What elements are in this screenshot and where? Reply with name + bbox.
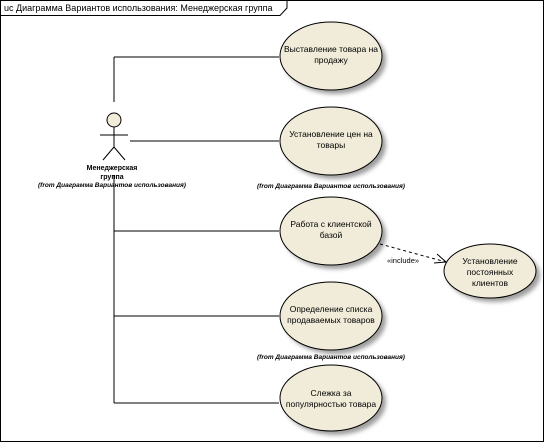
include-stereotype-label: «include» — [387, 256, 419, 265]
actor-stick-figure[interactable] — [100, 112, 128, 161]
use-case-label-line2: продаваемых товаров — [287, 315, 375, 325]
use-case-uc3[interactable]: Работа с клиентской базой — [279, 196, 386, 269]
use-case-uc5[interactable]: Слежка за популярностью товара — [279, 364, 386, 435]
diagram-title: uc Диаграмма Вариантов использования: Ме… — [4, 3, 273, 13]
use-case-ellipse — [443, 243, 537, 299]
use-case-source-note: (from Диаграмма Вариантов использования) — [257, 354, 405, 361]
actor-source-note: (from Диаграмма Вариантов использования) — [38, 182, 186, 189]
use-case-ellipse — [279, 106, 383, 176]
use-case-ellipse — [279, 196, 383, 266]
use-case-ellipse — [279, 21, 383, 91]
actor-right-leg — [113, 146, 126, 161]
actor-name-line1: Менеджерская — [87, 165, 138, 172]
use-case-uc1[interactable]: Выставление товара на продажу — [279, 21, 386, 94]
use-case-uc4[interactable]: Определение списка продаваемых товаров — [279, 281, 386, 354]
use-case-label-line2: постоянных — [467, 267, 514, 277]
use-case-label-line1: Выставление товара на — [284, 44, 378, 54]
use-case-included[interactable]: Установление постоянных клиентов — [443, 243, 540, 302]
use-case-label-line1: Работа с клиентской — [290, 219, 372, 229]
title-tab — [0, 0, 288, 16]
use-case-label-line1: Определение списка — [290, 304, 373, 314]
use-case-label-line1: Установление — [462, 256, 517, 266]
associations — [113, 56, 279, 404]
use-case-ellipse — [279, 281, 383, 351]
use-case-label-line2: товары — [317, 140, 346, 150]
use-case-label-line2: базой — [320, 230, 343, 240]
use-case-label-line1: Слежка за — [310, 388, 351, 398]
use-case-source-note: (from Диаграмма Вариантов использования) — [257, 183, 405, 190]
use-case-label-line1: Установление цен на — [289, 129, 373, 139]
use-case-label-line3: клиентов — [472, 278, 508, 288]
actor-name-line2: группа — [100, 174, 123, 181]
use-case-label-line2: продажу — [314, 55, 348, 65]
use-case-ellipse — [279, 364, 383, 432]
use-case-uc2[interactable]: Установление цен на товары — [279, 106, 386, 179]
actor-left-leg — [102, 146, 115, 161]
actor-head — [106, 112, 122, 128]
use-case-label-line2: популярностью товара — [286, 399, 376, 409]
